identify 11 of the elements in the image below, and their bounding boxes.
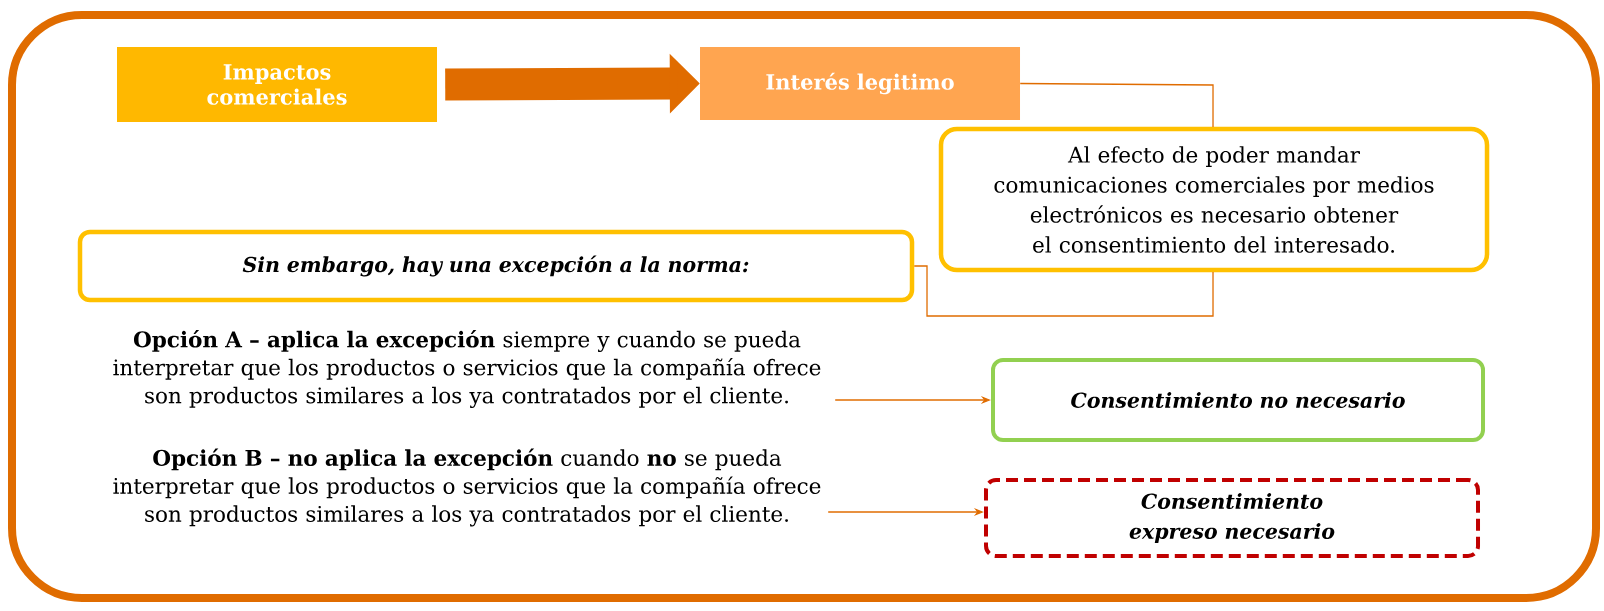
connector-line [1019,82,1214,128]
process-box: Interés legitimo [700,47,1020,120]
panel-frame [8,11,1600,602]
result-box: Consentimiento no necesario [991,358,1485,442]
callout-box: Al efecto de poder mandar comunicaciones comerciales por medios electrónicos es necesario obtener el consentimiento del interesado. [938,126,1490,273]
option-text: Opción B – no aplica la excepción cuando no se pueda interpretar que los productos o servicios que la compañía ofrece son productos similares a los ya contratados por el cliente. [113,448,821,527]
note-box: Sin embargo, hay una excepción a la norma: [77,229,915,303]
connector-line [913,265,1214,317]
result-box: Consentimiento expreso necesario [984,478,1480,558]
process-box: Impactos comerciales [117,47,437,122]
option-text: Opción A – aplica la excepción siempre y cuando se pueda interpretar que los productos o servicios que la compañía ofrece son productos similares a los ya contratados por el cliente. [113,330,821,408]
